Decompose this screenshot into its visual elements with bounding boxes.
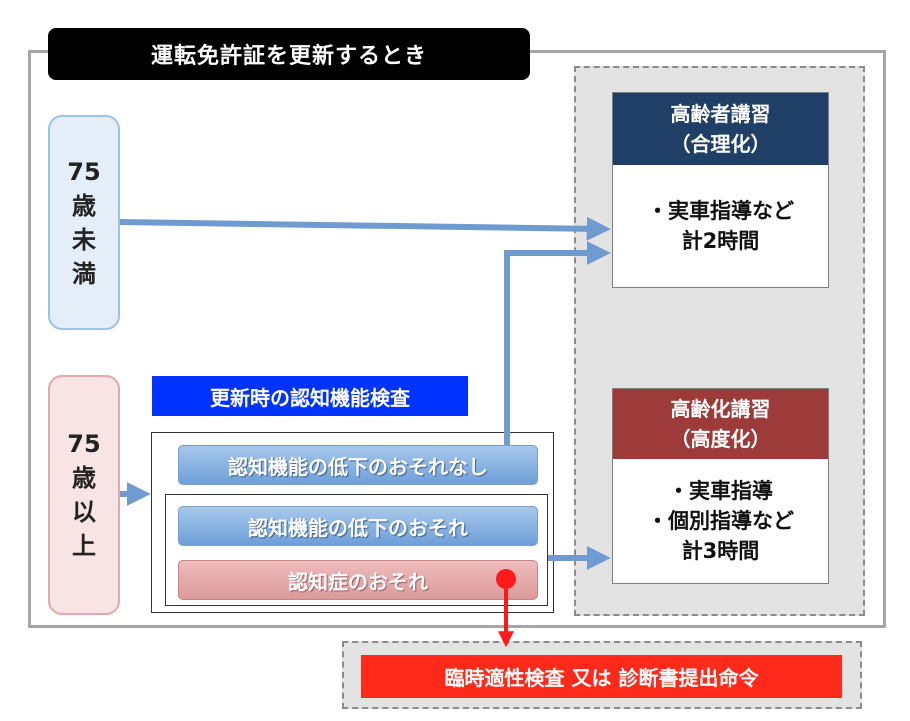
cognitive-test-label: 更新時の認知機能検査 [152, 376, 468, 416]
result-dementia-risk: 認知症のおそれ [178, 560, 538, 600]
age-over-char-3: 上 [72, 532, 96, 560]
age-under-number: 75 [67, 157, 101, 186]
result-no-decline: 認知機能の低下のおそれなし [178, 445, 538, 485]
senior-course-header: 高齢者講習 （合理化） [613, 93, 828, 165]
senior-course-subtitle: （合理化） [670, 132, 771, 156]
senior-course-body: ・実車指導など 計2時間 [613, 165, 828, 287]
age-over-75-box: 75 歳 以 上 [48, 375, 120, 615]
age-over-char-2: 以 [72, 498, 96, 526]
age-under-char-3: 満 [72, 259, 96, 288]
advanced-course-body: ・実車指導 ・個別指導など 計3時間 [613, 459, 828, 583]
order-box: 臨時適性検査 又は 診断書提出命令 [361, 655, 842, 698]
age-over-char-1: 歳 [72, 464, 96, 492]
advanced-course-box: 高齢化講習 （高度化） ・実車指導 ・個別指導など 計3時間 [612, 388, 829, 584]
senior-course-line1: ・実車指導など [647, 199, 794, 223]
advanced-course-line3: 計3時間 [681, 539, 760, 563]
age-under-char-1: 歳 [72, 191, 96, 220]
senior-course-line2: 計2時間 [681, 229, 760, 253]
advanced-course-subtitle: （高度化） [670, 427, 771, 451]
arrow-no-decline-to-senior [504, 241, 611, 445]
advanced-course-line1: ・実車指導 [668, 479, 773, 503]
senior-course-title: 高齢者講習 [670, 102, 771, 126]
dementia-marker [496, 569, 516, 589]
age-under-75-box: 75 歳 未 満 [48, 115, 120, 330]
age-over-number: 75 [67, 430, 101, 458]
page-title: 運転免許証を更新するとき [48, 28, 530, 80]
advanced-course-title: 高齢化講習 [670, 397, 771, 421]
arrow-under75-to-senior [119, 216, 611, 241]
senior-course-box: 高齢者講習 （合理化） ・実車指導など 計2時間 [612, 92, 829, 288]
decline-risk-frame [165, 494, 548, 606]
advanced-course-header: 高齢化講習 （高度化） [613, 389, 828, 459]
advanced-course-line2: ・個別指導など [647, 509, 794, 533]
age-under-char-2: 未 [72, 225, 96, 254]
result-decline-risk: 認知機能の低下のおそれ [178, 506, 538, 546]
